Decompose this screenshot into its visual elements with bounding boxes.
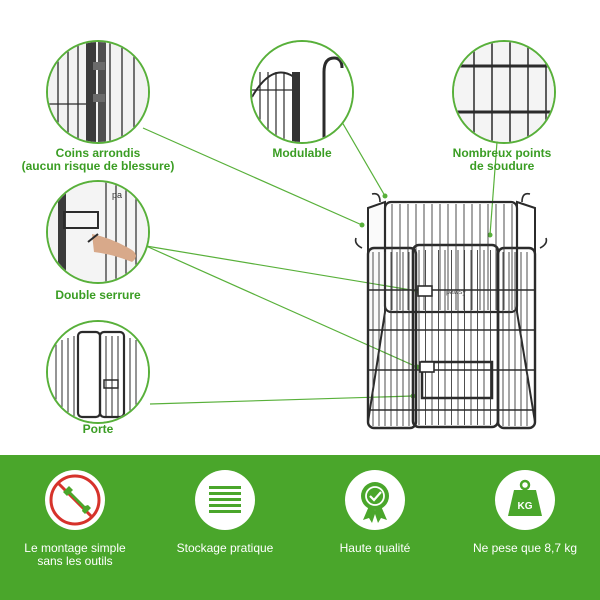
door-label: Porte	[82, 422, 114, 436]
feature-storage-label: Stockage pratique	[176, 541, 274, 555]
feature-quality: Haute qualité	[305, 470, 445, 555]
feature-weight-label: Ne pese que 8,7 kg	[472, 541, 578, 555]
svg-text:pa: pa	[112, 190, 122, 200]
rounded-corners-label: Coins arrondis (aucun risque de blessure…	[0, 147, 196, 173]
no-tools-wrench-icon	[45, 470, 105, 530]
weight-kg-icon: KG	[495, 470, 555, 530]
rounded-corners-closeup	[46, 40, 150, 144]
weld-points-label: Nombreux points de soudure	[440, 147, 564, 173]
door-closeup	[46, 320, 150, 424]
feature-no-tools: Le montage simple sans les outils	[5, 470, 145, 568]
weld-points-label-line2: de soudure	[469, 159, 535, 173]
rounded-corners-label-line1: Coins arrondis	[55, 146, 141, 160]
weld-points-closeup	[452, 40, 556, 144]
modular-label: Modulable	[272, 146, 332, 160]
feature-no-tools-line1: Le montage simple	[24, 541, 126, 555]
rounded-corners-label-line2: (aucun risque de blessure)	[21, 159, 175, 173]
feature-quality-label: Haute qualité	[339, 541, 411, 555]
quality-award-icon	[345, 470, 405, 530]
feature-no-tools-line2: sans les outils	[37, 554, 113, 568]
double-lock-label: Double serrure	[55, 288, 141, 302]
weight-badge-text: KG	[518, 501, 533, 512]
features-band	[0, 455, 600, 600]
storage-stack-icon	[195, 470, 255, 530]
double-lock-closeup: pa	[46, 180, 150, 284]
feature-no-tools-label: Le montage simple sans les outils	[5, 542, 145, 568]
feature-storage: Stockage pratique	[155, 470, 295, 555]
dog-pen-illustration: pawsy	[354, 192, 548, 430]
modular-closeup	[250, 40, 354, 144]
feature-weight: KG Ne pese que 8,7 kg	[455, 470, 595, 555]
weld-points-label-line1: Nombreux points	[452, 146, 552, 160]
brand-mark: pawsy	[446, 289, 466, 296]
